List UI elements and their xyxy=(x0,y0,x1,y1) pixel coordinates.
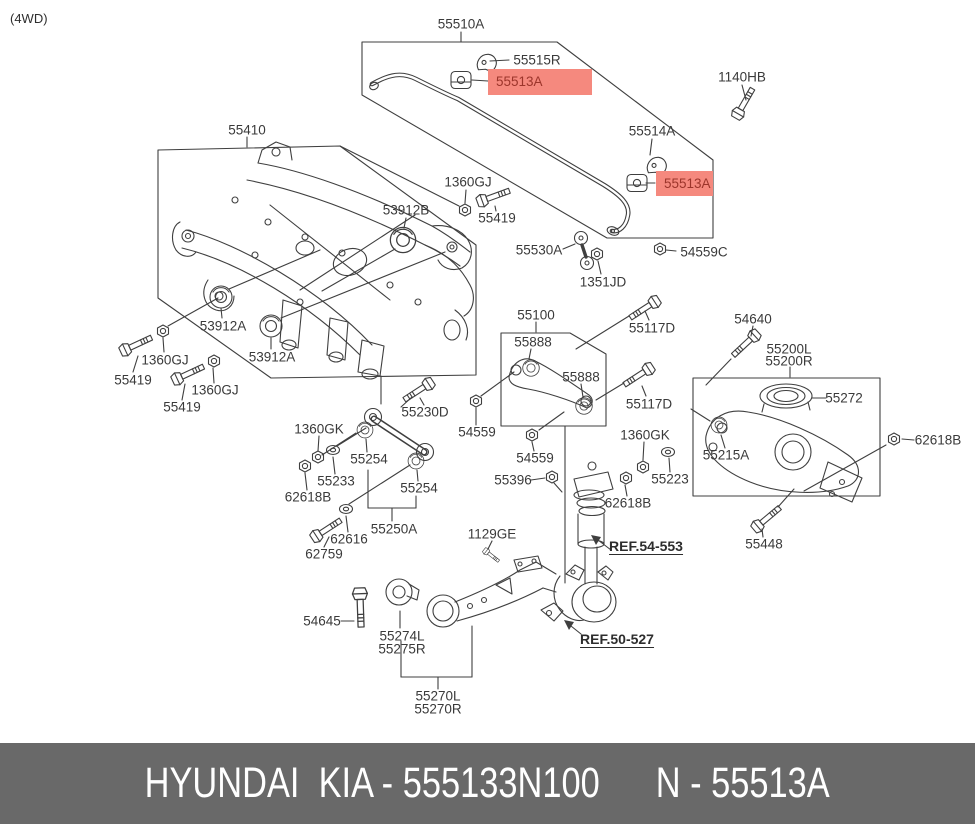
part-label-55274l[interactable]: 55274L xyxy=(379,628,425,644)
ref-label-54-553[interactable]: REF.54-553 xyxy=(609,538,683,555)
part-label-55888-1[interactable]: 55888 xyxy=(514,334,552,350)
stabilizer-link-sketch xyxy=(573,230,595,271)
part-label-62618b-1[interactable]: 62618B xyxy=(284,489,332,505)
part-label-62618b-2[interactable]: 62618B xyxy=(604,495,652,511)
part-label-55275r[interactable]: 55275R xyxy=(378,641,426,657)
part-label-53912b[interactable]: 53912B xyxy=(382,202,430,218)
part-label-55223[interactable]: 55223 xyxy=(651,471,689,487)
part-label-55514a[interactable]: 55514A xyxy=(628,123,676,139)
diagram-linework xyxy=(117,31,915,690)
part-label-62618b-3[interactable]: 62618B xyxy=(914,432,962,448)
part-label-55888-2[interactable]: 55888 xyxy=(562,369,600,385)
part-label-1140hb[interactable]: 1140HB xyxy=(718,69,766,85)
part-label-55254-2[interactable]: 55254 xyxy=(400,480,438,496)
stabilizer-bar-sketch xyxy=(369,72,631,236)
part-label-55510a[interactable]: 55510A xyxy=(437,16,485,32)
part-label-55419-1[interactable]: 55419 xyxy=(478,210,516,226)
part-label-55270l[interactable]: 55270L xyxy=(415,688,461,704)
part-label-55270r[interactable]: 55270R xyxy=(414,701,462,717)
part-label-55513a-1[interactable]: 55513A xyxy=(488,69,592,95)
part-label-55513a-2[interactable]: 55513A xyxy=(656,171,713,196)
part-label-55272[interactable]: 55272 xyxy=(825,390,863,406)
part-label-1129ge[interactable]: 1129GE xyxy=(467,526,517,542)
part-label-55250a[interactable]: 55250A xyxy=(370,521,418,537)
part-label-1360gj-2[interactable]: 1360GJ xyxy=(141,352,189,368)
part-label-55530a[interactable]: 55530A xyxy=(515,242,563,258)
part-label-55448[interactable]: 55448 xyxy=(745,536,783,552)
assembly-box-55200 xyxy=(692,377,881,497)
assist-arm-sketch xyxy=(363,407,435,462)
part-label-55254-1[interactable]: 55254 xyxy=(350,451,388,467)
part-label-1360gk-1[interactable]: 1360GK xyxy=(294,421,344,437)
banner-selected-part: N - 55513A xyxy=(656,759,831,807)
variant-label: (4WD) xyxy=(10,11,48,26)
subframe-sketch xyxy=(171,141,474,380)
knuckle-sketch xyxy=(540,564,617,623)
part-label-62616[interactable]: 62616 xyxy=(330,531,368,547)
part-label-54645[interactable]: 54645 xyxy=(303,613,341,629)
part-label-55396[interactable]: 55396 xyxy=(494,472,532,488)
part-label-55515r[interactable]: 55515R xyxy=(513,52,561,68)
assembly-box-55510a xyxy=(361,41,714,239)
shock-absorber-sketch xyxy=(573,461,614,585)
part-label-54559c[interactable]: 54559C xyxy=(680,244,728,260)
part-label-55117d-2[interactable]: 55117D xyxy=(625,396,673,412)
part-label-62759[interactable]: 62759 xyxy=(305,546,343,562)
part-label-53912a-2[interactable]: 53912A xyxy=(248,349,296,365)
part-label-1360gk-2[interactable]: 1360GK xyxy=(620,427,670,443)
part-label-1351jd[interactable]: 1351JD xyxy=(579,274,627,290)
part-label-55100[interactable]: 55100 xyxy=(517,307,555,323)
part-label-55200r[interactable]: 55200R xyxy=(765,353,813,369)
part-label-55410[interactable]: 55410 xyxy=(228,122,266,138)
trailing-arm-bushing-sketch xyxy=(385,578,420,606)
part-label-1360gj-1[interactable]: 1360GJ xyxy=(444,174,492,190)
part-label-55419-3[interactable]: 55419 xyxy=(163,399,201,415)
part-label-54640[interactable]: 54640 xyxy=(734,311,772,327)
part-label-54559-1[interactable]: 54559 xyxy=(458,424,496,440)
part-label-55200l[interactable]: 55200L xyxy=(766,341,812,357)
part-label-55419-2[interactable]: 55419 xyxy=(114,372,152,388)
leader-lines xyxy=(132,31,915,690)
part-label-53912a-1[interactable]: 53912A xyxy=(199,318,247,334)
assembly-box-55100 xyxy=(500,332,607,427)
part-label-55117d-1[interactable]: 55117D xyxy=(628,320,676,336)
part-label-55233[interactable]: 55233 xyxy=(317,473,355,489)
part-label-1360gj-3[interactable]: 1360GJ xyxy=(191,382,239,398)
banner-brand-part-number: HYUNDAI KIA - 555133N100 xyxy=(144,759,601,807)
part-label-55230d[interactable]: 55230D xyxy=(401,404,449,420)
footer-banner: HYUNDAI KIA - 555133N100 N - 55513A xyxy=(0,743,975,824)
ref-label-50-527[interactable]: REF.50-527 xyxy=(580,631,654,648)
part-label-55215a[interactable]: 55215A xyxy=(702,447,750,463)
part-label-54559-2[interactable]: 54559 xyxy=(516,450,554,466)
trailing-arm-sketch xyxy=(426,555,557,628)
